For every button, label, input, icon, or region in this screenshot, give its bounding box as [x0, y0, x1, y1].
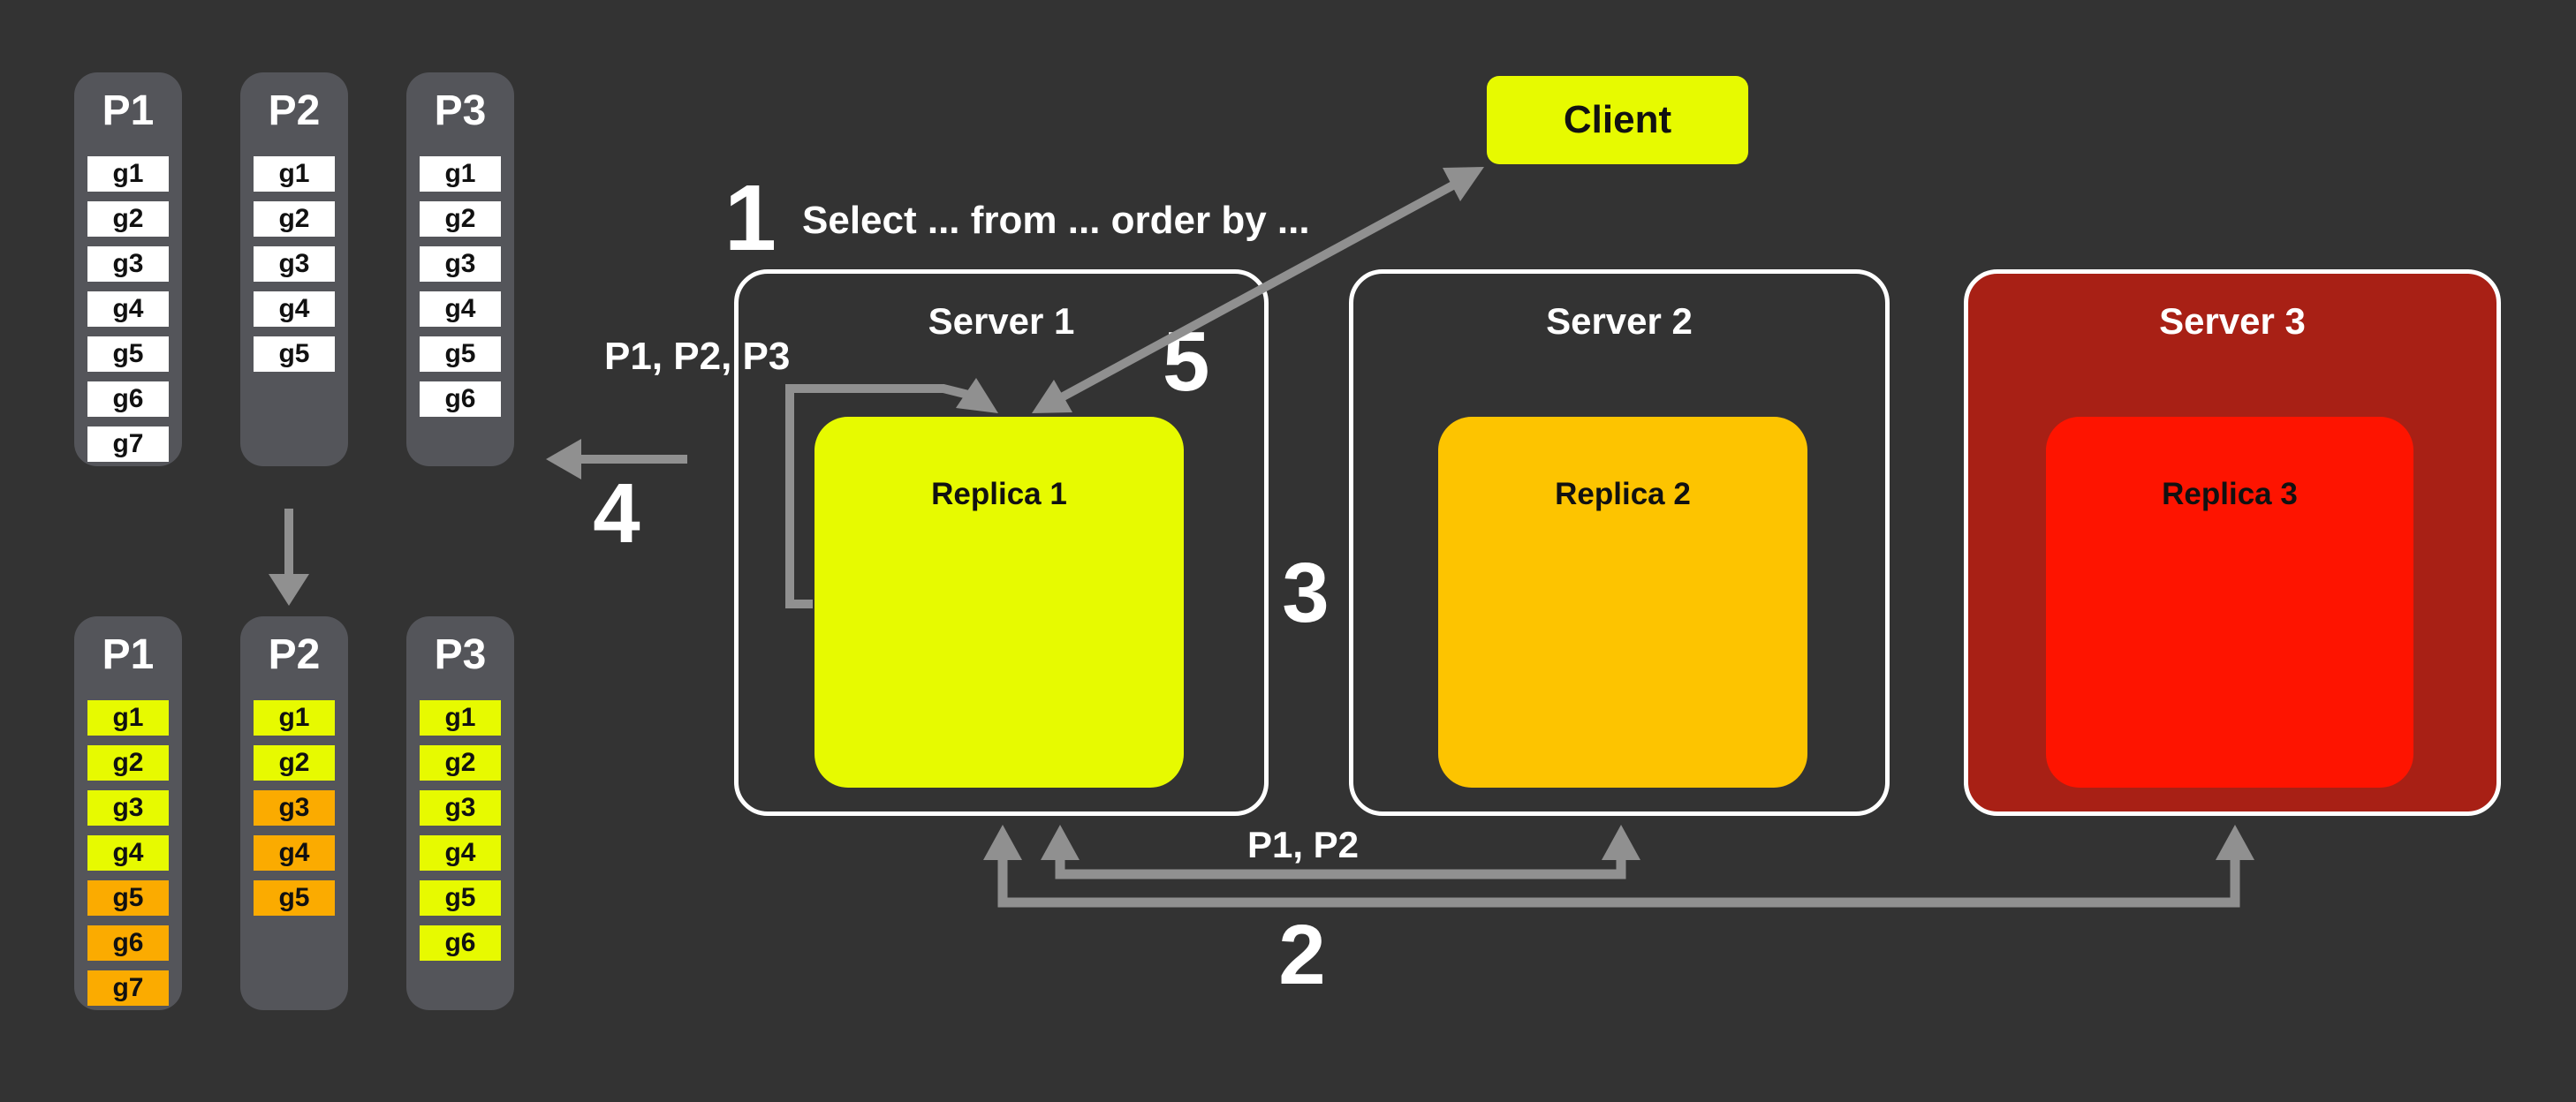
partition-items: g1 g2 g3 g4 g5	[240, 700, 348, 916]
partition-item: g2	[254, 745, 335, 781]
partition-item: g1	[87, 156, 169, 192]
step-3-number: 3	[1282, 546, 1330, 640]
partition-item: g4	[87, 291, 169, 327]
partition-title: P3	[434, 87, 487, 134]
partition-item: g6	[87, 925, 169, 961]
partition-column-bottom-p3: P3 g1 g2 g3 g4 g5 g6	[406, 616, 514, 1010]
partition-item: g6	[420, 381, 501, 417]
partition-item: g4	[87, 835, 169, 871]
partition-item: g5	[420, 336, 501, 372]
partition-item: g6	[87, 381, 169, 417]
server-2-label: Server 2	[1546, 300, 1693, 342]
partition-item: g5	[87, 336, 169, 372]
partition-items: g1 g2 g3 g4 g5 g6 g7	[74, 156, 182, 462]
partition-item: g1	[87, 700, 169, 736]
partition-item: g7	[87, 426, 169, 462]
partition-item: g3	[254, 790, 335, 826]
partition-item: g4	[420, 835, 501, 871]
step-2-bracket-server3	[983, 825, 2254, 908]
partition-item: g2	[254, 201, 335, 237]
partition-items: g1 g2 g3 g4 g5 g6	[406, 700, 514, 961]
partition-item: g3	[420, 246, 501, 282]
partition-item: g5	[254, 336, 335, 372]
partition-item: g2	[420, 745, 501, 781]
step-2-number: 2	[1278, 908, 1326, 1002]
partition-item: g4	[254, 835, 335, 871]
partition-item: g6	[420, 925, 501, 961]
partition-item: g3	[420, 790, 501, 826]
partition-item: g5	[254, 880, 335, 916]
partition-item: g2	[87, 201, 169, 237]
partition-column-bottom-p1: P1 g1 g2 g3 g4 g5 g6 g7	[74, 616, 182, 1010]
partitions-subset-label: P1, P2	[1246, 824, 1360, 865]
partition-item: g2	[87, 745, 169, 781]
replica-2-box: Replica 2	[1438, 417, 1807, 788]
partition-title: P2	[268, 631, 321, 678]
replica-3-box: Replica 3	[2046, 417, 2413, 788]
partition-items: g1 g2 g3 g4 g5 g6 g7	[74, 700, 182, 1006]
partition-item: g3	[87, 790, 169, 826]
server-1-label: Server 1	[928, 300, 1075, 342]
step-1-query-text: Select ... from ... order by ...	[802, 199, 1310, 242]
partition-title: P3	[434, 631, 487, 678]
partition-item: g4	[420, 291, 501, 327]
step-1-number: 1	[724, 166, 777, 270]
partition-item: g1	[254, 156, 335, 192]
partition-item: g3	[254, 246, 335, 282]
partition-item: g3	[87, 246, 169, 282]
partition-items: g1 g2 g3 g4 g5	[240, 156, 348, 372]
partition-item: g5	[87, 880, 169, 916]
partition-item: g5	[420, 880, 501, 916]
partition-items: g1 g2 g3 g4 g5 g6	[406, 156, 514, 417]
server-1-box: Server 1	[734, 269, 1269, 816]
partition-column-bottom-p2: P2 g1 g2 g3 g4 g5	[240, 616, 348, 1010]
partition-title: P1	[102, 631, 155, 678]
partition-item: g4	[254, 291, 335, 327]
merge-down-arrow	[269, 509, 309, 606]
partition-column-top-p1: P1 g1 g2 g3 g4 g5 g6 g7	[74, 72, 182, 466]
partition-title: P1	[102, 87, 155, 134]
client-box: Client	[1487, 76, 1748, 164]
server-2-box: Server 2	[1349, 269, 1890, 816]
partition-item: g1	[420, 156, 501, 192]
partition-column-top-p2: P2 g1 g2 g3 g4 g5	[240, 72, 348, 466]
partition-item: g1	[254, 700, 335, 736]
server-3-label: Server 3	[2159, 300, 2306, 342]
partition-item: g7	[87, 970, 169, 1006]
partition-item: g2	[420, 201, 501, 237]
step-5-number: 5	[1163, 314, 1210, 409]
partition-item: g1	[420, 700, 501, 736]
partition-column-top-p3: P3 g1 g2 g3 g4 g5 g6	[406, 72, 514, 466]
partition-title: P2	[268, 87, 321, 134]
replica-1-box: Replica 1	[814, 417, 1184, 788]
partitions-all-label: P1, P2, P3	[604, 335, 791, 378]
step-4-number: 4	[593, 466, 640, 561]
